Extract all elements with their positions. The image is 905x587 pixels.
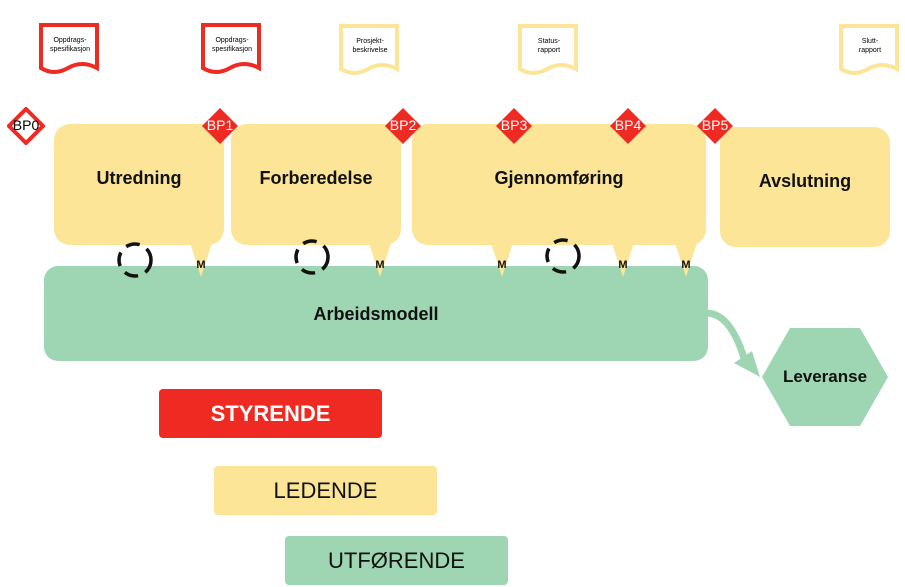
document-statusrapport: Status- rapport (517, 23, 579, 75)
cycle-arrows-icon (540, 233, 586, 279)
milestone-label: M (375, 259, 385, 271)
phase-avslutning: Avslutning (720, 127, 890, 247)
document-oppdragsspesifikasjon-1: Oppdrags- spesifikasjon (38, 22, 100, 74)
phase-label: Gjennomføring (494, 168, 624, 188)
phase-gjennomforing: Gjennomføring (412, 124, 706, 245)
milestone-label: M (618, 259, 628, 271)
document-label: Prosjekt- beskrivelse (352, 38, 388, 54)
document-label: Oppdrags- spesifikasjon (211, 37, 253, 53)
milestone-label: M (497, 259, 507, 271)
phase-label: Forberedelse (259, 168, 373, 188)
work-model-label: Arbeidsmodell (313, 304, 439, 324)
milestone-label: M (196, 259, 206, 271)
phase-utredning: Utredning (54, 124, 224, 245)
decision-point-bp5: BP5 (696, 107, 734, 145)
phase-label: Avslutning (758, 170, 852, 191)
legend-ledende-label: LEDENDE (273, 477, 378, 503)
document-label: Status- rapport (537, 38, 561, 54)
document-prosjektbeskrivelse: Prosjekt- beskrivelse (338, 23, 400, 75)
decision-point-label: BP5 (701, 117, 729, 133)
document-label: Oppdrags- spesifikasjon (49, 37, 91, 53)
legend-ledende: LEDENDE (214, 466, 437, 515)
phase-label: Utredning (96, 168, 182, 188)
decision-point-bp2: BP2 (384, 107, 422, 145)
decision-point-bp0: BP0 (7, 107, 45, 145)
legend-utforende-label: UTFØRENDE (328, 547, 465, 573)
decision-point-bp1: BP1 (201, 107, 239, 145)
document-label: Slutt- rapport (858, 38, 882, 54)
cycle-arrows-icon (289, 234, 335, 280)
milestone-marker: M (491, 243, 513, 277)
delivery-label: Leveranse (782, 367, 868, 386)
work-model-bar: Arbeidsmodell (44, 266, 708, 361)
decision-point-label: BP0 (12, 117, 40, 133)
decision-point-label: BP1 (206, 117, 234, 133)
decision-point-label: BP3 (500, 117, 528, 133)
milestone-marker: M (369, 243, 391, 277)
legend-utforende: UTFØRENDE (285, 536, 508, 585)
phase-forberedelse: Forberedelse (231, 124, 401, 245)
delivery-arrow-icon (705, 309, 760, 377)
milestone-marker: M (612, 243, 634, 277)
delivery-hexagon: Leveranse (762, 328, 888, 426)
milestone-marker: M (675, 243, 697, 277)
decision-point-bp4: BP4 (609, 107, 647, 145)
decision-point-bp3: BP3 (495, 107, 533, 145)
milestone-label: M (681, 259, 691, 271)
milestone-marker: M (190, 243, 212, 277)
cycle-arrows-icon (112, 237, 158, 283)
legend-styrende: STYRENDE (159, 389, 382, 438)
document-sluttrapport: Slutt- rapport (838, 23, 900, 75)
decision-point-label: BP2 (389, 117, 417, 133)
document-oppdragsspesifikasjon-2: Oppdrags- spesifikasjon (200, 22, 262, 74)
legend-styrende-label: STYRENDE (210, 400, 331, 426)
decision-point-label: BP4 (614, 117, 642, 133)
